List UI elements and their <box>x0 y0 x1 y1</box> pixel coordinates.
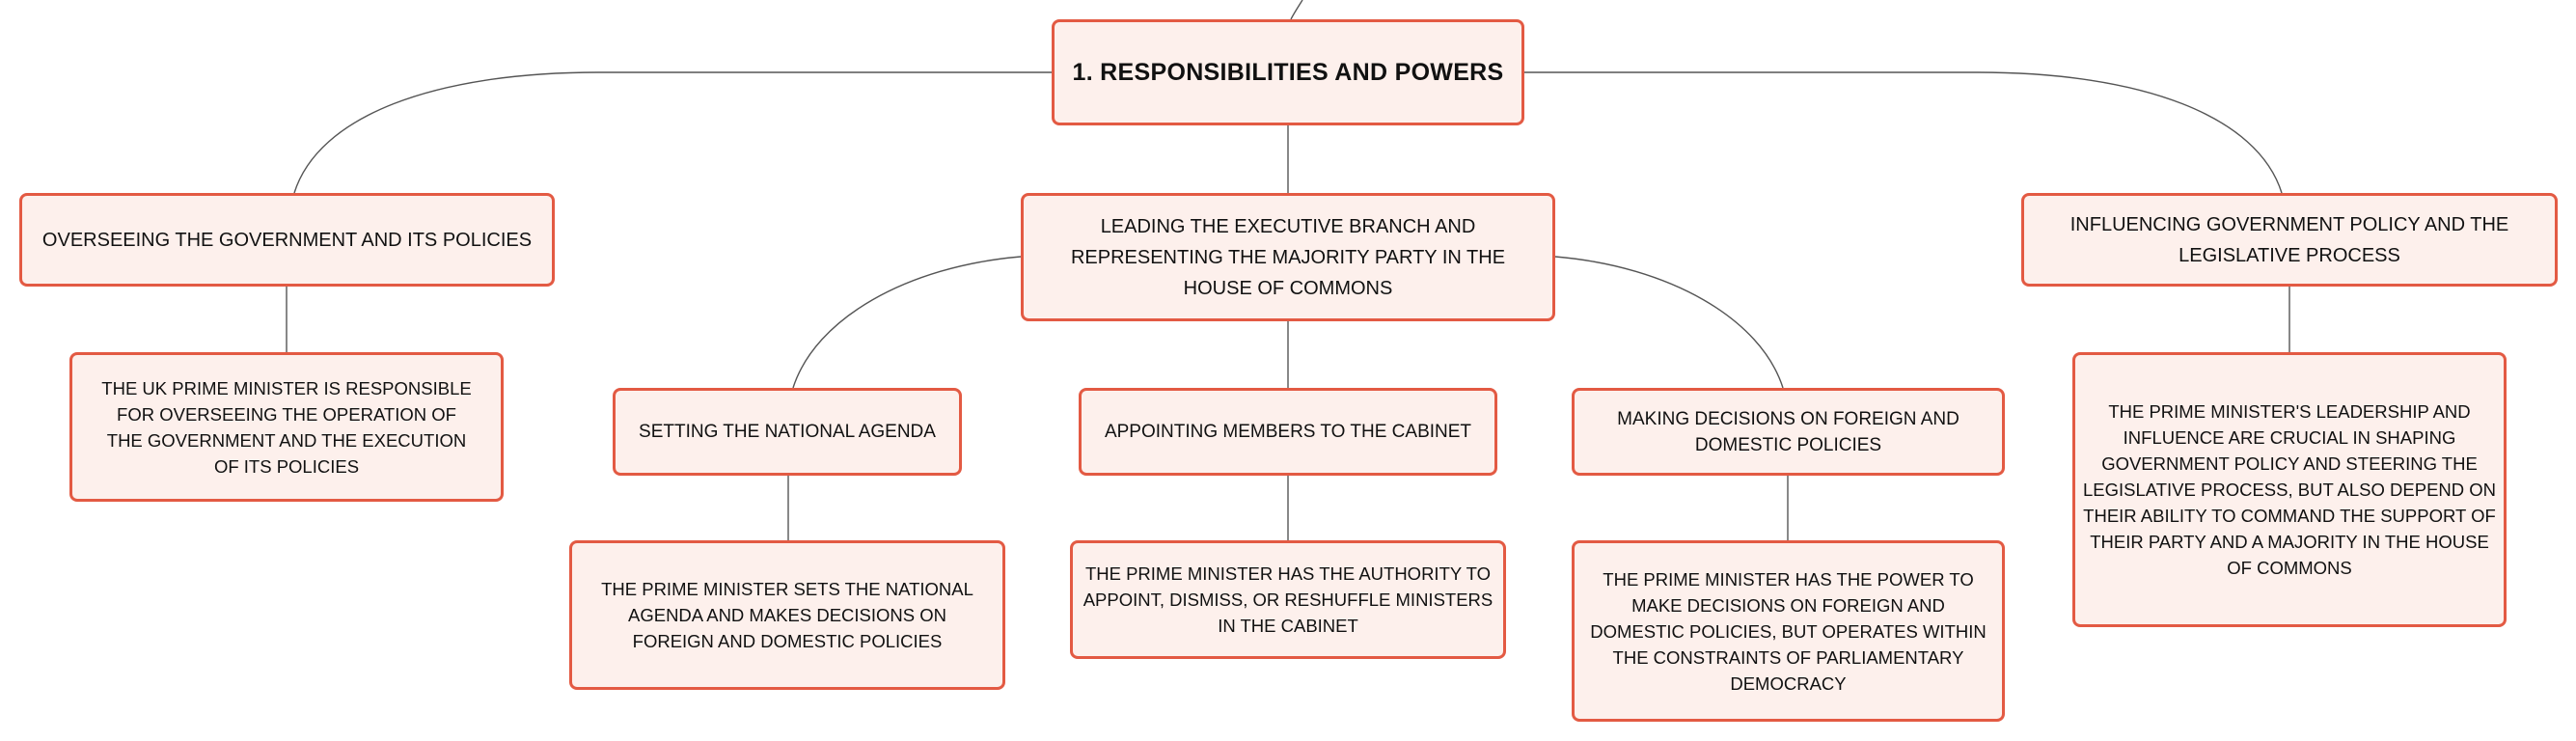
connector-root-overseeing <box>293 71 1052 194</box>
connector-leading-agenda <box>792 256 1022 389</box>
node-leading-label: LEADING THE EXECUTIVE BRANCH AND REPRESE… <box>1070 215 1506 299</box>
node-overseeing[interactable]: OVERSEEING THE GOVERNMENT AND ITS POLICI… <box>19 193 555 287</box>
node-overseeing-label: OVERSEEING THE GOVERNMENT AND ITS POLICI… <box>41 229 533 251</box>
connector-leading-decisions <box>1554 256 1784 389</box>
node-cabinet[interactable]: APPOINTING MEMBERS TO THE CABINET <box>1079 388 1497 476</box>
node-agenda-label: SETTING THE NATIONAL AGENDA <box>639 422 936 442</box>
detail-overseeing[interactable]: THE UK PRIME MINISTER IS RESPONSIBLE FOR… <box>69 352 504 502</box>
node-agenda[interactable]: SETTING THE NATIONAL AGENDA <box>613 388 962 476</box>
detail-cabinet[interactable]: THE PRIME MINISTER HAS THE AUTHORITY TO … <box>1070 540 1506 659</box>
detail-decisions[interactable]: THE PRIME MINISTER HAS THE POWER TO MAKE… <box>1572 540 2005 722</box>
node-influencing-label: INFLUENCING GOVERNMENT POLICY AND THE LE… <box>2069 213 2509 266</box>
detail-agenda[interactable]: THE PRIME MINISTER SETS THE NATIONAL AGE… <box>569 540 1005 690</box>
connector-parent-root <box>1290 0 1303 20</box>
node-leading[interactable]: LEADING THE EXECUTIVE BRANCH AND REPRESE… <box>1021 193 1555 321</box>
root-node[interactable]: 1. RESPONSIBILITIES AND POWERS <box>1052 19 1524 125</box>
detail-decisions-text: THE PRIME MINISTER HAS THE POWER TO MAKE… <box>1590 568 1987 694</box>
detail-influencing-text: THE PRIME MINISTER'S LEADERSHIP AND INFL… <box>2082 401 2497 578</box>
node-decisions[interactable]: MAKING DECISIONS ON FOREIGN AND DOMESTIC… <box>1572 388 2005 476</box>
root-label: 1. RESPONSIBILITIES AND POWERS <box>1072 58 1504 86</box>
detail-influencing[interactable]: THE PRIME MINISTER'S LEADERSHIP AND INFL… <box>2072 352 2507 627</box>
detail-cabinet-text: THE PRIME MINISTER HAS THE AUTHORITY TO … <box>1082 563 1494 636</box>
detail-overseeing-text: THE UK PRIME MINISTER IS RESPONSIBLE FOR… <box>101 377 472 477</box>
detail-agenda-text: THE PRIME MINISTER SETS THE NATIONAL AGE… <box>601 579 973 651</box>
node-influencing[interactable]: INFLUENCING GOVERNMENT POLICY AND THE LE… <box>2021 193 2558 287</box>
node-cabinet-label: APPOINTING MEMBERS TO THE CABINET <box>1104 422 1472 442</box>
node-decisions-label: MAKING DECISIONS ON FOREIGN AND DOMESTIC… <box>1617 408 1959 455</box>
connector-root-influencing <box>1524 71 2283 194</box>
